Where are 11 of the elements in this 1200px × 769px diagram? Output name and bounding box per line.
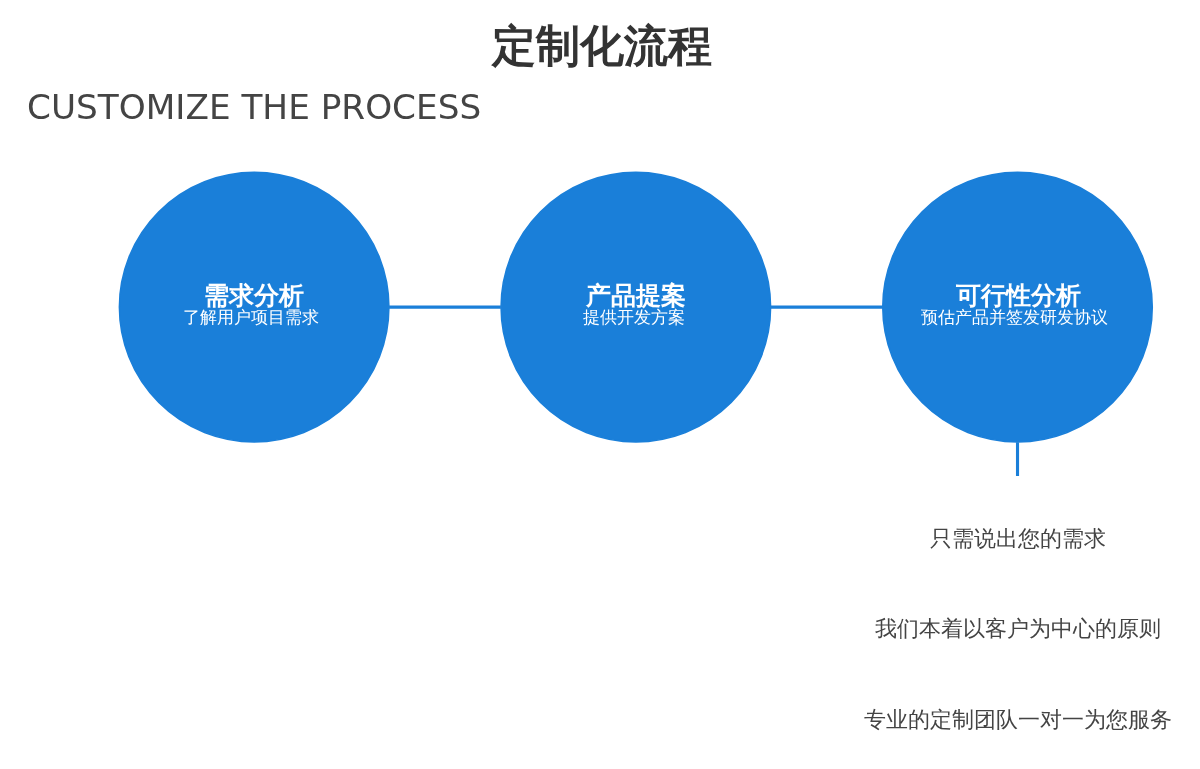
label: 只需说出您的需求 bbox=[929, 525, 1106, 551]
node-circle: 可行性分析 预估产品并签发研发协议 bbox=[882, 171, 1154, 443]
label: 专业的定制团队一对一为您服务 bbox=[863, 705, 1172, 731]
label: 我们本着以客户为中心的原则 bbox=[874, 615, 1161, 641]
connector bbox=[389, 305, 501, 309]
diagram-title: 定制化流程 bbox=[491, 20, 712, 71]
node-circle: 产品提案 提供开发方案 bbox=[500, 171, 772, 443]
connector bbox=[1015, 441, 1020, 476]
label: CUSTOMIZE THE PROCESS bbox=[27, 86, 482, 127]
node-circle: 需求分析 了解用户项目需求 bbox=[118, 171, 390, 443]
connector bbox=[770, 305, 883, 309]
